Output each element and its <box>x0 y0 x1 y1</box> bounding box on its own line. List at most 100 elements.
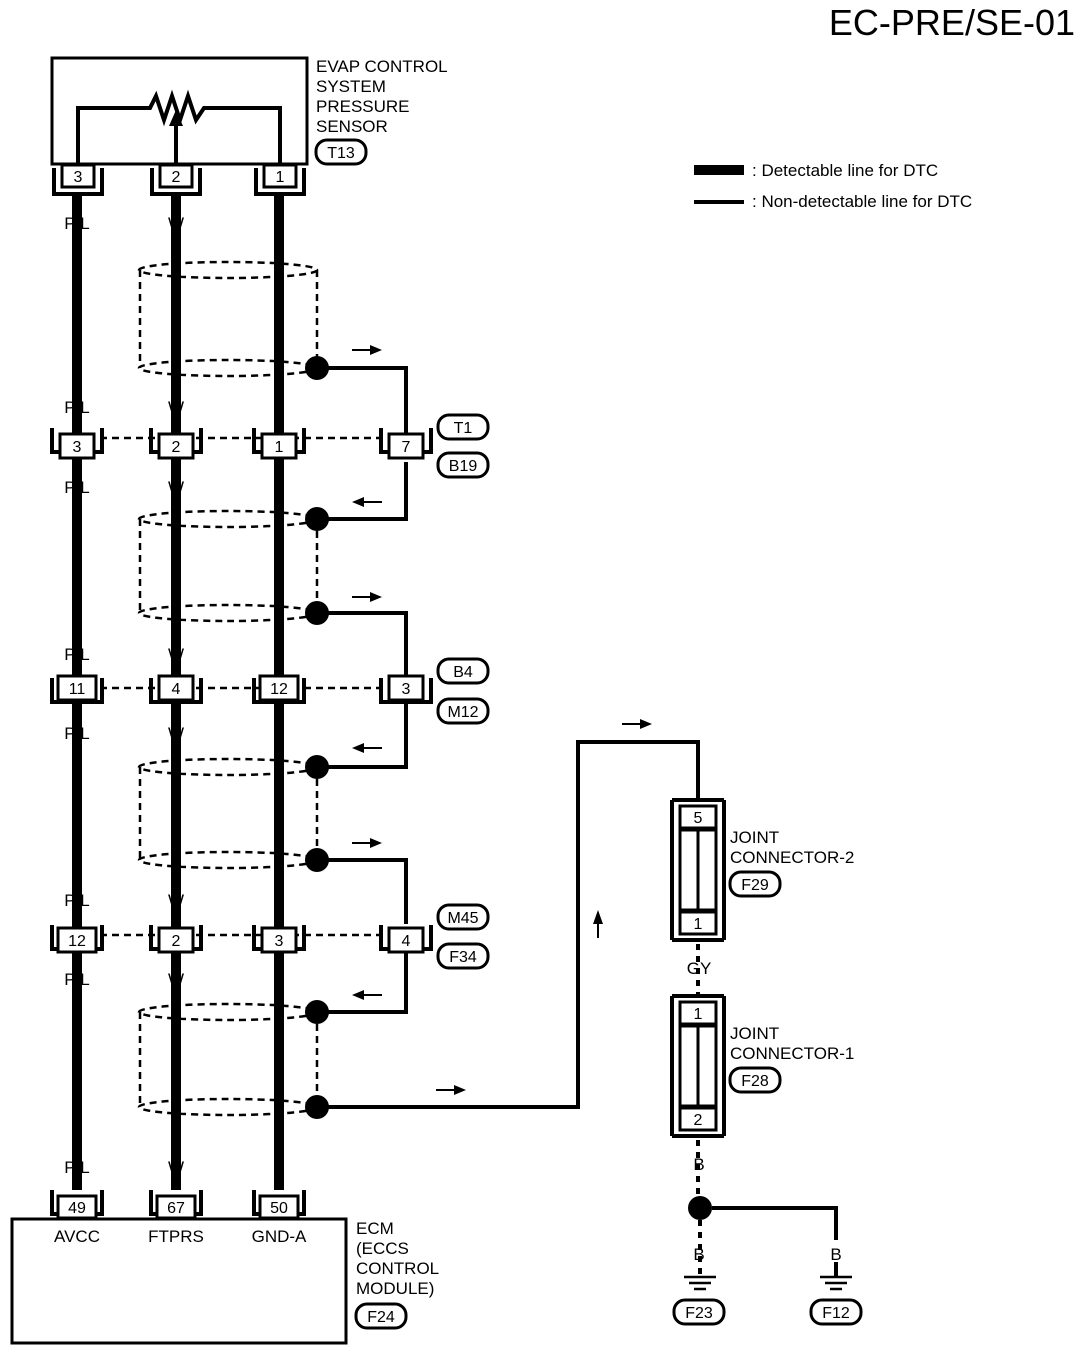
connector-pin: 67 <box>149 1190 203 1220</box>
connector-pin: 2 <box>149 925 203 954</box>
connector-id: M12 <box>447 704 478 721</box>
shield-ellipse <box>137 260 319 280</box>
connector-badge <box>436 903 490 931</box>
arrow-right-icon <box>352 838 382 848</box>
drain-wire-to-joint <box>317 740 700 1109</box>
legend-detectable-label: : Detectable line for DTC <box>752 161 938 180</box>
wire-color-label: B <box>273 891 284 910</box>
pin-number: 7 <box>402 439 411 456</box>
wire-color-label: P/L <box>64 1158 90 1177</box>
splice-dot <box>305 507 329 531</box>
wire-color-label: W <box>168 724 184 743</box>
pin-number: 3 <box>402 681 411 698</box>
ground-left-connector-id: F23 <box>685 1305 713 1322</box>
connector-pin: 2 <box>150 163 202 196</box>
wire-color-label: P/L <box>64 214 90 233</box>
sensor-name-line-2: SYSTEM <box>316 77 386 96</box>
joint-connector-2: 5 1 JOINT CONNECTOR-2 F29 <box>670 798 854 942</box>
wire-color-label: B <box>273 398 284 417</box>
arrow-left-icon <box>352 990 382 1000</box>
pin-number: 1 <box>276 169 285 186</box>
pin-number: 4 <box>402 933 411 950</box>
shield-ellipse <box>137 850 319 870</box>
connector-pin: 3 <box>52 163 104 196</box>
page-title: EC-PRE/SE-01 <box>829 2 1075 43</box>
ground-left-wire-label: B <box>693 1245 704 1264</box>
connector-badge <box>436 697 490 725</box>
connector-pin: 50 <box>252 1190 306 1220</box>
sensor-name-line-4: SENSOR <box>316 117 388 136</box>
gy-wire-label: GY <box>687 959 712 978</box>
connector-badge <box>436 413 490 441</box>
drain-wire <box>317 858 408 924</box>
arrow-right-icon <box>352 345 382 355</box>
connector-pin: 1 <box>252 428 306 460</box>
arrow-right-icon <box>352 592 382 602</box>
ground-wiring: B B B F23 F12 <box>672 1140 863 1326</box>
connector-badge <box>436 451 490 479</box>
ground-right-wire-label: B <box>830 1245 841 1264</box>
wire-color-label: B <box>273 214 284 233</box>
connector-pin: 12 <box>252 674 306 704</box>
sensor-connector-badge <box>314 138 368 166</box>
pin-number: 49 <box>68 1200 86 1217</box>
shield-ellipse <box>137 358 319 378</box>
drain-wire <box>317 952 408 1014</box>
ground-right-icon <box>820 1275 852 1291</box>
ground-left-icon <box>684 1275 716 1291</box>
shield-ellipse <box>137 509 319 529</box>
wire-color-label: W <box>168 478 184 497</box>
pin-number: 5 <box>694 810 703 827</box>
pin-number: 12 <box>68 933 86 950</box>
ecm-name-line-2: (ECCS <box>356 1239 409 1258</box>
wire-color-label: B <box>273 645 284 664</box>
joint1-top-pin <box>678 1000 718 1026</box>
ground-left-connector-badge <box>672 1298 726 1326</box>
sensor-connector-id: T13 <box>327 145 355 162</box>
sensor-pin-row: 3 2 1 <box>52 163 306 196</box>
wire-color-label: B <box>273 1158 284 1177</box>
drain-wire <box>317 462 408 521</box>
ecm-name-line-3: CONTROL <box>356 1259 439 1278</box>
arrow-right-icon <box>622 719 652 729</box>
wire-color-label: W <box>168 891 184 910</box>
joint1-label-line-1: JOINT <box>730 1024 779 1043</box>
connector-pin: 11 <box>50 674 104 704</box>
splice-dot <box>305 755 329 779</box>
splice-dot <box>305 1095 329 1119</box>
pin-number: 2 <box>694 1112 703 1129</box>
sensor-housing <box>50 56 309 166</box>
ecm-pin-row: 49 67 50 <box>50 1190 306 1220</box>
ecm-connector-id: F24 <box>367 1309 395 1326</box>
ecm-terminal-label: GND-A <box>252 1227 307 1246</box>
ecm-name-line-4: MODULE) <box>356 1279 434 1298</box>
sensor-wiper-arrow-icon <box>169 110 183 126</box>
direction-arrows <box>352 345 652 1095</box>
pin-number: 2 <box>172 439 181 456</box>
splice-dot <box>305 356 329 380</box>
ecm-name-line-1: ECM <box>356 1219 394 1238</box>
pin-number: 2 <box>172 933 181 950</box>
connector-id: F34 <box>449 949 477 966</box>
wire-color-label: B <box>273 724 284 743</box>
wire-color-labels: P/L W B P/L W B P/L W B P/L W B P/L W B … <box>64 214 284 1177</box>
connector-id: B19 <box>449 458 478 475</box>
drain-wire <box>317 366 408 434</box>
joint2-connector-badge <box>728 870 782 898</box>
ground-wire-right <box>712 1206 838 1240</box>
splice-dot <box>305 601 329 625</box>
shield-ellipse <box>137 603 319 623</box>
joint2-label-line-2: CONNECTOR-2 <box>730 848 854 867</box>
wire-color-label: P/L <box>64 891 90 910</box>
joint1-connector-badge <box>728 1066 782 1094</box>
wire-color-label: B <box>273 970 284 989</box>
legend: : Detectable line for DTC : Non-detectab… <box>694 161 972 211</box>
connector-pin: 7 <box>379 428 433 460</box>
connector-pin: 4 <box>379 925 433 954</box>
joint2-label-line-1: JOINT <box>730 828 779 847</box>
joint2-top-pin <box>678 804 718 830</box>
pin-number: 3 <box>73 439 82 456</box>
connector-pin: 3 <box>50 428 104 460</box>
drain-wire <box>317 704 408 769</box>
arrow-right-icon <box>436 1085 466 1095</box>
